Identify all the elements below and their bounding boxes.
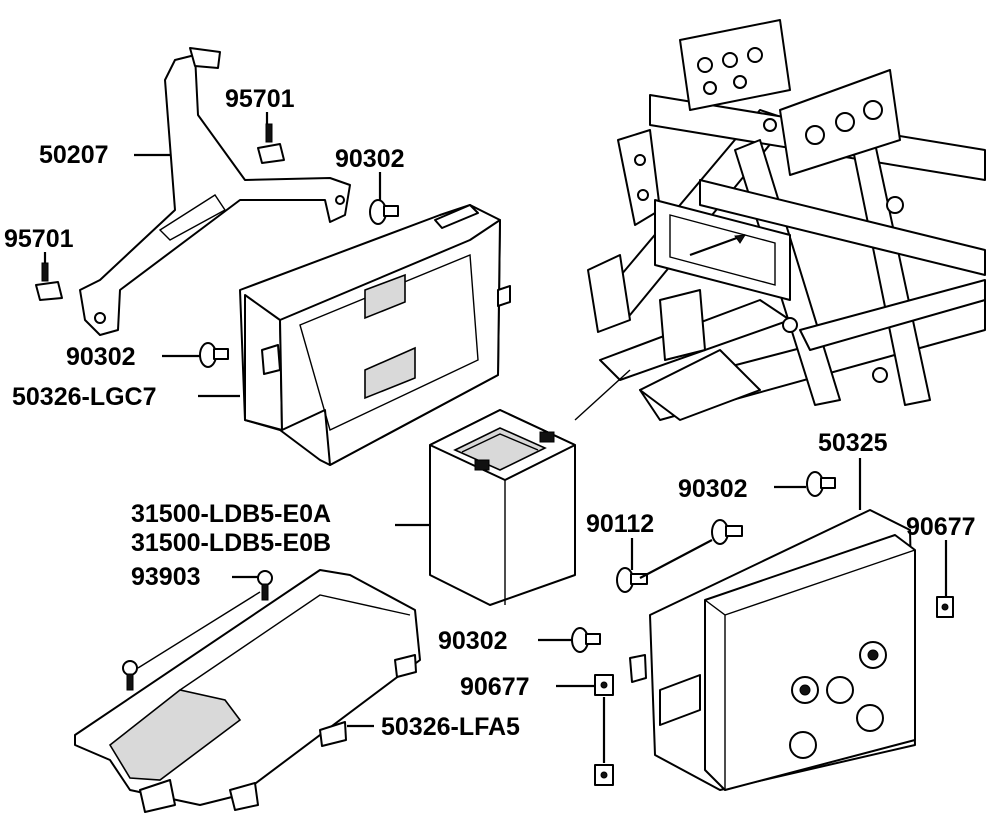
bolt-90302-c (806, 471, 836, 497)
bolt-90302-b (199, 342, 229, 368)
label-90302-c: 90302 (678, 475, 748, 503)
label-50325: 50325 (818, 429, 888, 457)
label-90677-b: 90677 (460, 673, 530, 701)
label-90302-d: 90302 (438, 627, 508, 655)
bolt-90302-d (571, 627, 601, 653)
fuse-box-50325 (629, 509, 916, 791)
frame-leader (574, 369, 631, 421)
screw-93903 (122, 570, 273, 691)
bolt-90112 (616, 519, 743, 593)
label-90677-a: 90677 (906, 513, 976, 541)
label-95701-a: 95701 (225, 85, 295, 113)
battery-tray-50326-lgc7 (239, 204, 511, 466)
label-31500-ldb5-e0b: 31500-LDB5-E0B (131, 529, 331, 557)
label-90302-a: 90302 (335, 145, 405, 173)
nut-90677-a (936, 596, 954, 618)
screw-95701-a (257, 123, 285, 164)
nut-90677-b (594, 674, 614, 786)
leader-lines (43, 112, 948, 728)
label-31500-ldb5-e0a: 31500-LDB5-E0A (131, 500, 331, 528)
screw-95701-b (35, 262, 63, 301)
label-50326-lfa5: 50326-LFA5 (381, 713, 520, 741)
bolt-90302-a (369, 199, 399, 225)
vehicle-frame (587, 19, 986, 421)
label-50326-lgc7: 50326-LGC7 (12, 383, 157, 411)
bracket-50207 (79, 47, 351, 336)
label-50207: 50207 (39, 141, 109, 169)
battery-cover-50326-lfa5 (74, 569, 421, 813)
label-90112: 90112 (586, 510, 654, 538)
label-95701-b: 95701 (4, 225, 74, 253)
label-90302-b: 90302 (66, 343, 136, 371)
label-93903: 93903 (131, 563, 201, 591)
battery-31500 (429, 409, 576, 606)
